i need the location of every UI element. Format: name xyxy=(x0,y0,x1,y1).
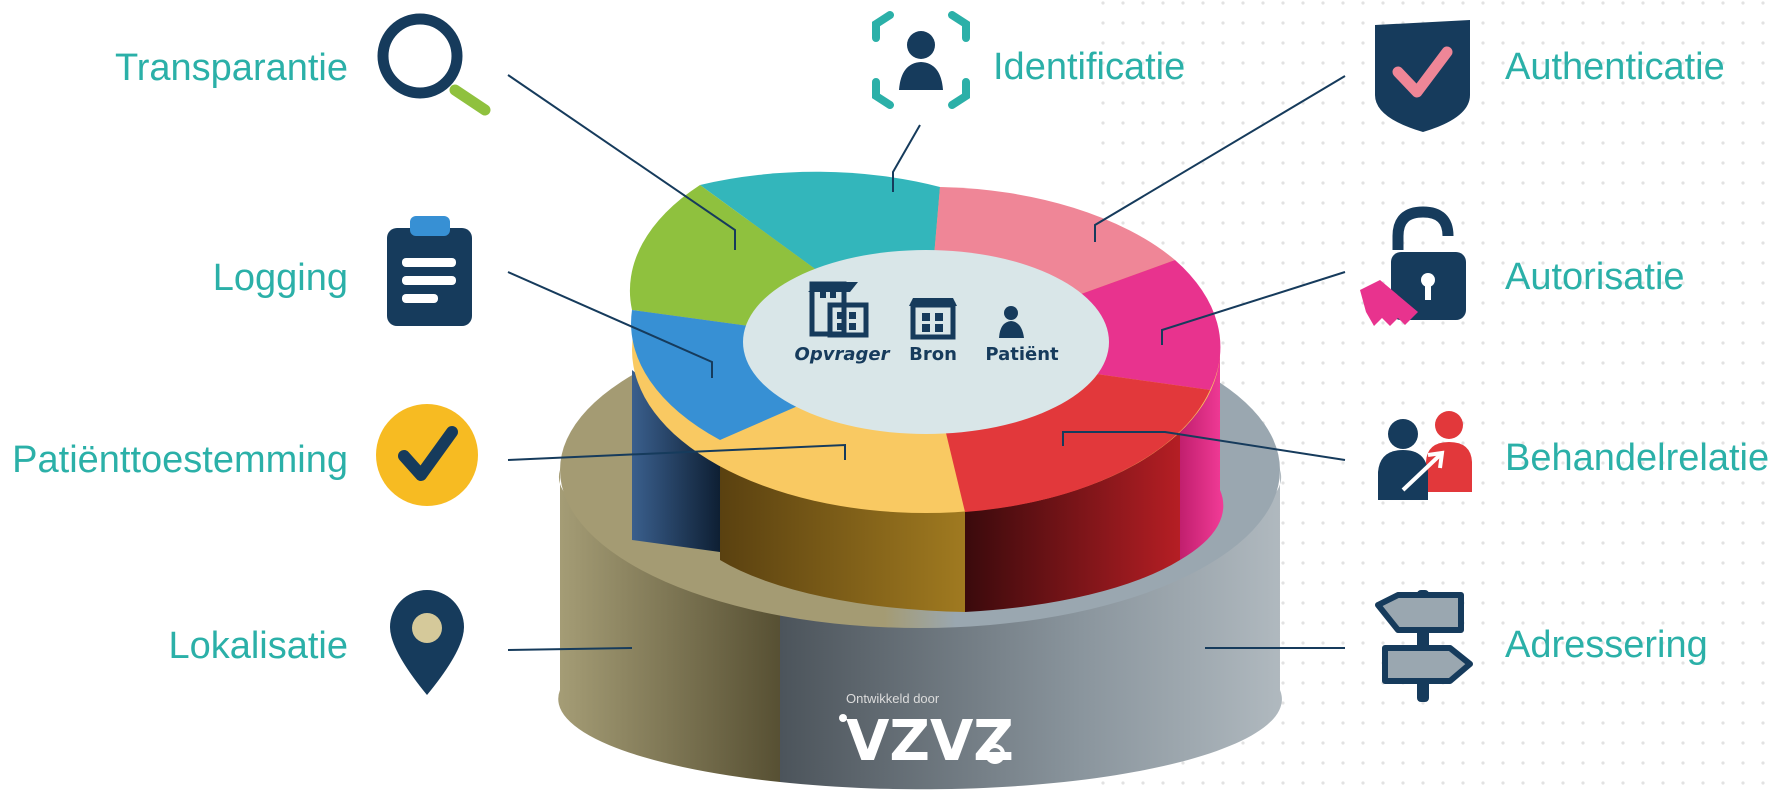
label-patienttoestemming: Patiënttoestemming xyxy=(12,439,348,481)
center-disc xyxy=(743,250,1109,434)
center-label-patient: Patiënt xyxy=(985,344,1059,365)
center-label-bron: Bron xyxy=(909,344,957,365)
location-pin-icon xyxy=(390,590,464,695)
shield-check-icon xyxy=(1375,20,1470,132)
connector-lines xyxy=(507,74,1346,651)
hospital-icon xyxy=(909,298,957,340)
label-lokalisatie: Lokalisatie xyxy=(168,625,348,667)
building-icon xyxy=(808,281,869,338)
developed-by-text: Ontwikkeld door xyxy=(846,691,940,706)
signpost-icon xyxy=(1375,590,1473,702)
label-authenticatie: Authenticatie xyxy=(1505,46,1725,88)
center-label-opvrager: Opvrager xyxy=(795,344,891,365)
label-transparantie: Transparantie xyxy=(115,47,348,89)
magnifier-icon xyxy=(377,13,491,116)
label-behandelrelatie: Behandelrelatie xyxy=(1505,437,1769,479)
padlock-key-icon xyxy=(1360,206,1466,326)
logo-ring xyxy=(985,744,1005,764)
people-relation-icon xyxy=(1378,411,1472,500)
logo-dot xyxy=(839,714,847,722)
label-autorisatie: Autorisatie xyxy=(1505,256,1685,298)
label-logging: Logging xyxy=(213,257,348,299)
patient-icon xyxy=(999,306,1024,338)
checkmark-circle-icon xyxy=(376,404,478,506)
person-scan-icon xyxy=(872,11,970,109)
label-adressering: Adressering xyxy=(1505,624,1708,666)
label-identificatie: Identificatie xyxy=(993,46,1185,88)
clipboard-icon xyxy=(387,216,472,326)
vzvz-logo: VZVZ xyxy=(846,709,1014,774)
